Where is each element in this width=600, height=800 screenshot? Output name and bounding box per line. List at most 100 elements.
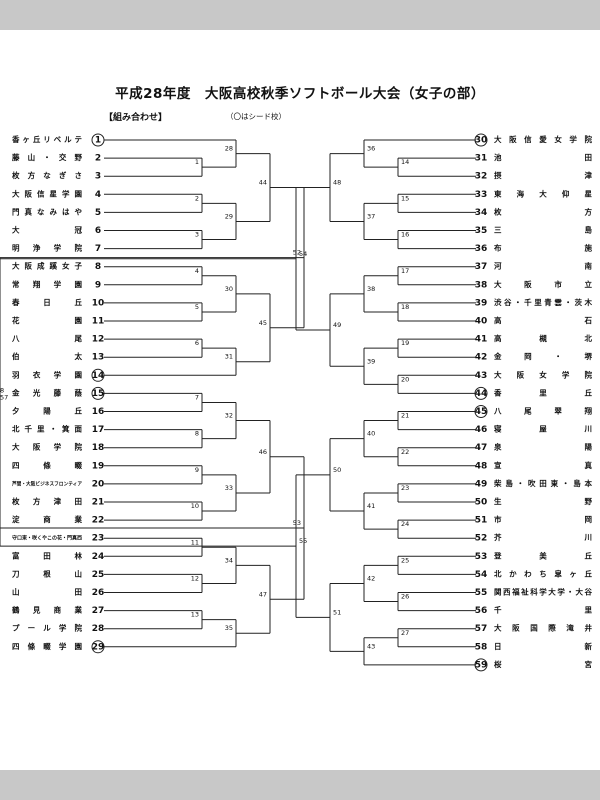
match-number-38: 38	[367, 285, 375, 293]
match-number-26: 26	[401, 593, 409, 601]
team-name-33: 東海大仰星	[494, 188, 593, 198]
team-number-18: 18	[92, 443, 105, 453]
team-name-47: 泉陽	[494, 442, 593, 452]
team-number-51: 51	[475, 516, 488, 526]
match-number-48: 48	[333, 179, 341, 187]
team-name-56: 千里	[494, 605, 593, 615]
team-name-12: 八尾	[11, 334, 83, 343]
team-name-59: 桜宮	[494, 659, 593, 669]
team-name-52: 芥川	[494, 532, 592, 542]
match-number-32: 32	[225, 412, 233, 420]
team-number-53: 53	[475, 552, 488, 562]
match-number-21: 21	[401, 412, 409, 420]
team-name-19: 四條畷	[12, 460, 83, 470]
match-number-33: 33	[225, 484, 233, 492]
team-name-9: 常翔学園	[12, 279, 83, 289]
match-number-47: 47	[259, 590, 267, 598]
team-name-36: 布施	[494, 243, 593, 253]
team-name-39: 渋谷・千里青雲・茨木	[494, 297, 593, 307]
team-number-22: 22	[92, 516, 105, 526]
team-name-46: 寝屋川	[494, 424, 592, 434]
team-name-14: 羽衣学園	[12, 369, 83, 379]
match-number-16: 16	[401, 231, 409, 239]
team-name-23: 守口東・咲くやこの花・門真西	[12, 534, 83, 542]
section-label: 【組み合わせ】	[104, 113, 168, 123]
team-number-8: 8	[95, 262, 101, 272]
match-number-42: 42	[367, 574, 375, 582]
team-name-28: プール学院	[12, 623, 83, 633]
match-number-12: 12	[191, 574, 199, 582]
team-number-23: 23	[92, 534, 105, 544]
match-number-4: 4	[195, 267, 199, 275]
match-number-31: 31	[225, 353, 233, 361]
team-name-32: 摂津	[494, 170, 593, 180]
match-number-49: 49	[333, 321, 341, 329]
match-number-57: 57	[0, 393, 8, 401]
team-number-31: 31	[475, 154, 488, 164]
team-number-35: 35	[475, 226, 488, 236]
match-number-27: 27	[401, 629, 409, 637]
team-number-56: 56	[475, 606, 488, 616]
match-number-36: 36	[367, 145, 375, 153]
team-number-19: 19	[92, 461, 105, 471]
team-name-11: 花園	[12, 315, 83, 325]
match-number-19: 19	[401, 339, 409, 347]
match-number-45: 45	[259, 319, 267, 327]
team-name-25: 刀根山	[12, 568, 82, 578]
team-number-36: 36	[475, 244, 488, 254]
match-number-17: 17	[401, 267, 409, 275]
team-name-8: 大阪成蹊女子	[12, 261, 83, 271]
match-number-2: 2	[195, 194, 199, 202]
team-name-26: 山田	[12, 587, 82, 597]
match-number-37: 37	[367, 212, 375, 220]
team-name-30: 大阪信愛女学院	[494, 134, 593, 144]
match-number-18: 18	[401, 303, 409, 311]
team-name-43: 大阪女学院	[494, 369, 593, 379]
team-name-1: 香ヶ丘リベルテ	[11, 134, 83, 144]
match-number-44: 44	[259, 179, 267, 187]
team-number-29: 29	[92, 642, 105, 652]
match-number-7: 7	[195, 393, 199, 401]
team-number-54: 54	[475, 570, 488, 580]
team-number-14: 14	[92, 371, 105, 381]
match-number-15: 15	[401, 194, 409, 202]
team-number-46: 46	[475, 425, 488, 435]
team-number-28: 28	[92, 624, 105, 634]
team-name-10: 春日丘	[12, 297, 83, 307]
team-number-12: 12	[92, 335, 105, 345]
team-number-27: 27	[92, 606, 105, 616]
match-number-28: 28	[225, 145, 233, 153]
match-number-35: 35	[225, 624, 233, 632]
team-number-10: 10	[92, 298, 105, 308]
match-number-8: 8	[195, 430, 199, 438]
team-name-35: 三島	[494, 225, 593, 235]
team-name-58: 日新	[494, 641, 593, 651]
team-name-17: 北千里・箕面	[12, 424, 83, 434]
team-name-45: 八尾翠翔	[493, 406, 593, 416]
match-number-1: 1	[195, 158, 199, 166]
team-number-38: 38	[475, 280, 488, 290]
team-number-24: 24	[92, 552, 105, 562]
team-name-24: 富田林	[12, 550, 83, 560]
match-number-3: 3	[195, 231, 199, 239]
team-name-34: 枚方	[493, 206, 593, 216]
team-number-6: 6	[95, 226, 101, 236]
match-number-25: 25	[401, 556, 409, 564]
team-number-26: 26	[92, 588, 105, 598]
team-number-32: 32	[475, 172, 488, 182]
match-number-58: 58	[0, 387, 4, 395]
team-number-44: 44	[475, 389, 488, 399]
team-name-50: 生野	[494, 496, 593, 506]
match-number-50: 50	[333, 466, 341, 474]
team-name-54: 北かわち皐ヶ丘	[494, 568, 593, 578]
team-number-17: 17	[92, 425, 105, 435]
match-number-13: 13	[191, 611, 199, 619]
team-number-43: 43	[475, 371, 488, 381]
team-name-18: 大阪学院	[12, 442, 83, 452]
team-name-49: 柴島・吹田東・島本	[493, 478, 593, 488]
team-number-49: 49	[475, 479, 488, 489]
match-number-41: 41	[367, 502, 375, 510]
team-name-38: 大阪市立	[494, 279, 593, 289]
team-number-7: 7	[95, 244, 101, 254]
